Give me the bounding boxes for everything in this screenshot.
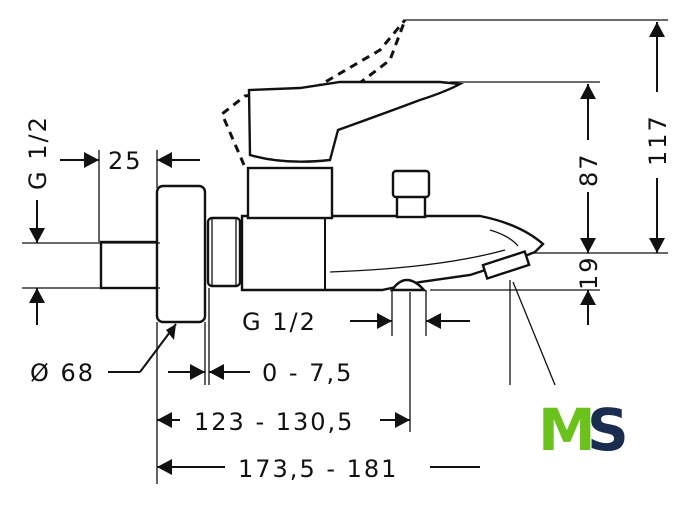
dim-adjustment-range: 0 - 7,5 xyxy=(262,359,353,387)
dim-height-to-lever: 87 xyxy=(575,152,603,187)
lever-handle xyxy=(247,80,465,163)
connection-nut xyxy=(206,216,242,288)
dim-inlet-thread-vertical: G 1/2 xyxy=(24,115,52,190)
dimension-lines xyxy=(22,19,668,484)
dim-total-height: 117 xyxy=(644,114,672,166)
logo-letter-m: M xyxy=(538,396,596,464)
dim-inlet-length: 25 xyxy=(108,147,143,175)
dim-escutcheon-diameter: Ø 68 xyxy=(30,359,95,387)
diverter-knob xyxy=(395,193,427,219)
dim-overall-projection: 173,5 - 181 xyxy=(238,455,398,483)
mixer-body xyxy=(240,214,545,292)
logo-letter-s: S xyxy=(587,396,629,464)
dim-wall-to-outlet: 123 - 130,5 xyxy=(194,408,354,436)
escutcheon xyxy=(155,184,207,324)
aerator xyxy=(481,250,531,280)
dim-outlet-offset: 19 xyxy=(575,255,603,290)
cartridge-housing xyxy=(246,166,334,220)
bath-mixer-outline xyxy=(99,19,545,324)
inlet-pipe xyxy=(99,240,161,290)
ms-logo: M S xyxy=(538,396,629,464)
dim-spout-outlet-thread: G 1/2 xyxy=(242,308,317,336)
